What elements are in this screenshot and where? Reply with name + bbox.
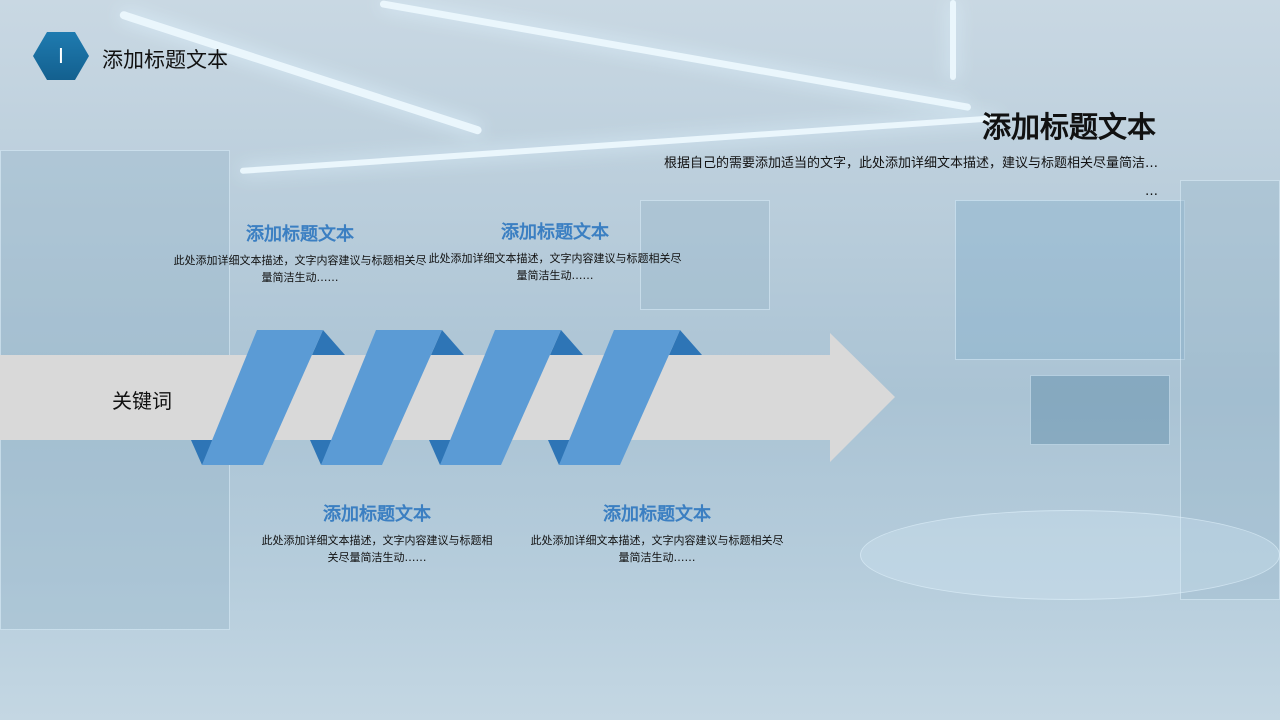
ribbon-fold-top (669, 330, 702, 355)
card-description: 此处添加详细文本描述，文字内容建议与标题相关尽量简洁生动…… (530, 534, 784, 564)
card-4: 添加标题文本 此处添加详细文本描述，文字内容建议与标题相关尽量简洁生动…… (527, 500, 787, 566)
summary-title: 添加标题文本 (981, 110, 1156, 144)
ribbon-fold-bottom (191, 440, 214, 465)
ribbon-fold-bottom (429, 440, 452, 465)
card-description: 此处添加详细文本描述，文字内容建议与标题相关尽量简洁生动…… (173, 254, 427, 284)
ribbon-fold-top (550, 330, 583, 355)
page-title: 添加标题文本 (102, 48, 228, 72)
ribbon-segment (202, 330, 323, 465)
keyword-label: 关键词 (112, 389, 172, 413)
ribbon-fold-top (312, 330, 345, 355)
ribbon-segment (440, 330, 561, 465)
card-title: 添加标题文本 (603, 504, 711, 525)
ribbon-fold-bottom (310, 440, 333, 465)
summary-description: 根据自己的需要添加适当的文字，此处添加详细文本描述，建议与标题相关尽量简洁… … (663, 156, 1158, 199)
card-title: 添加标题文本 (246, 224, 354, 245)
card-description: 此处添加详细文本描述，文字内容建议与标题相关尽量简洁生动…… (428, 252, 682, 282)
card-title: 添加标题文本 (323, 504, 431, 525)
ribbon-segment (559, 330, 680, 465)
section-number: I (58, 44, 64, 68)
ribbon-segment (321, 330, 442, 465)
card-3: 添加标题文本 此处添加详细文本描述，文字内容建议与标题相关尽量简洁生动…… (246, 500, 508, 566)
ribbon-fold-top (431, 330, 464, 355)
card-1: 添加标题文本 此处添加详细文本描述，文字内容建议与标题相关尽量简洁生动…… (170, 220, 430, 286)
card-title: 添加标题文本 (501, 222, 609, 243)
ribbon-fold-bottom (548, 440, 571, 465)
card-2: 添加标题文本 此处添加详细文本描述，文字内容建议与标题相关尽量简洁生动…… (425, 218, 685, 284)
card-description: 此处添加详细文本描述，文字内容建议与标题相关尽量简洁生动…… (261, 534, 493, 564)
